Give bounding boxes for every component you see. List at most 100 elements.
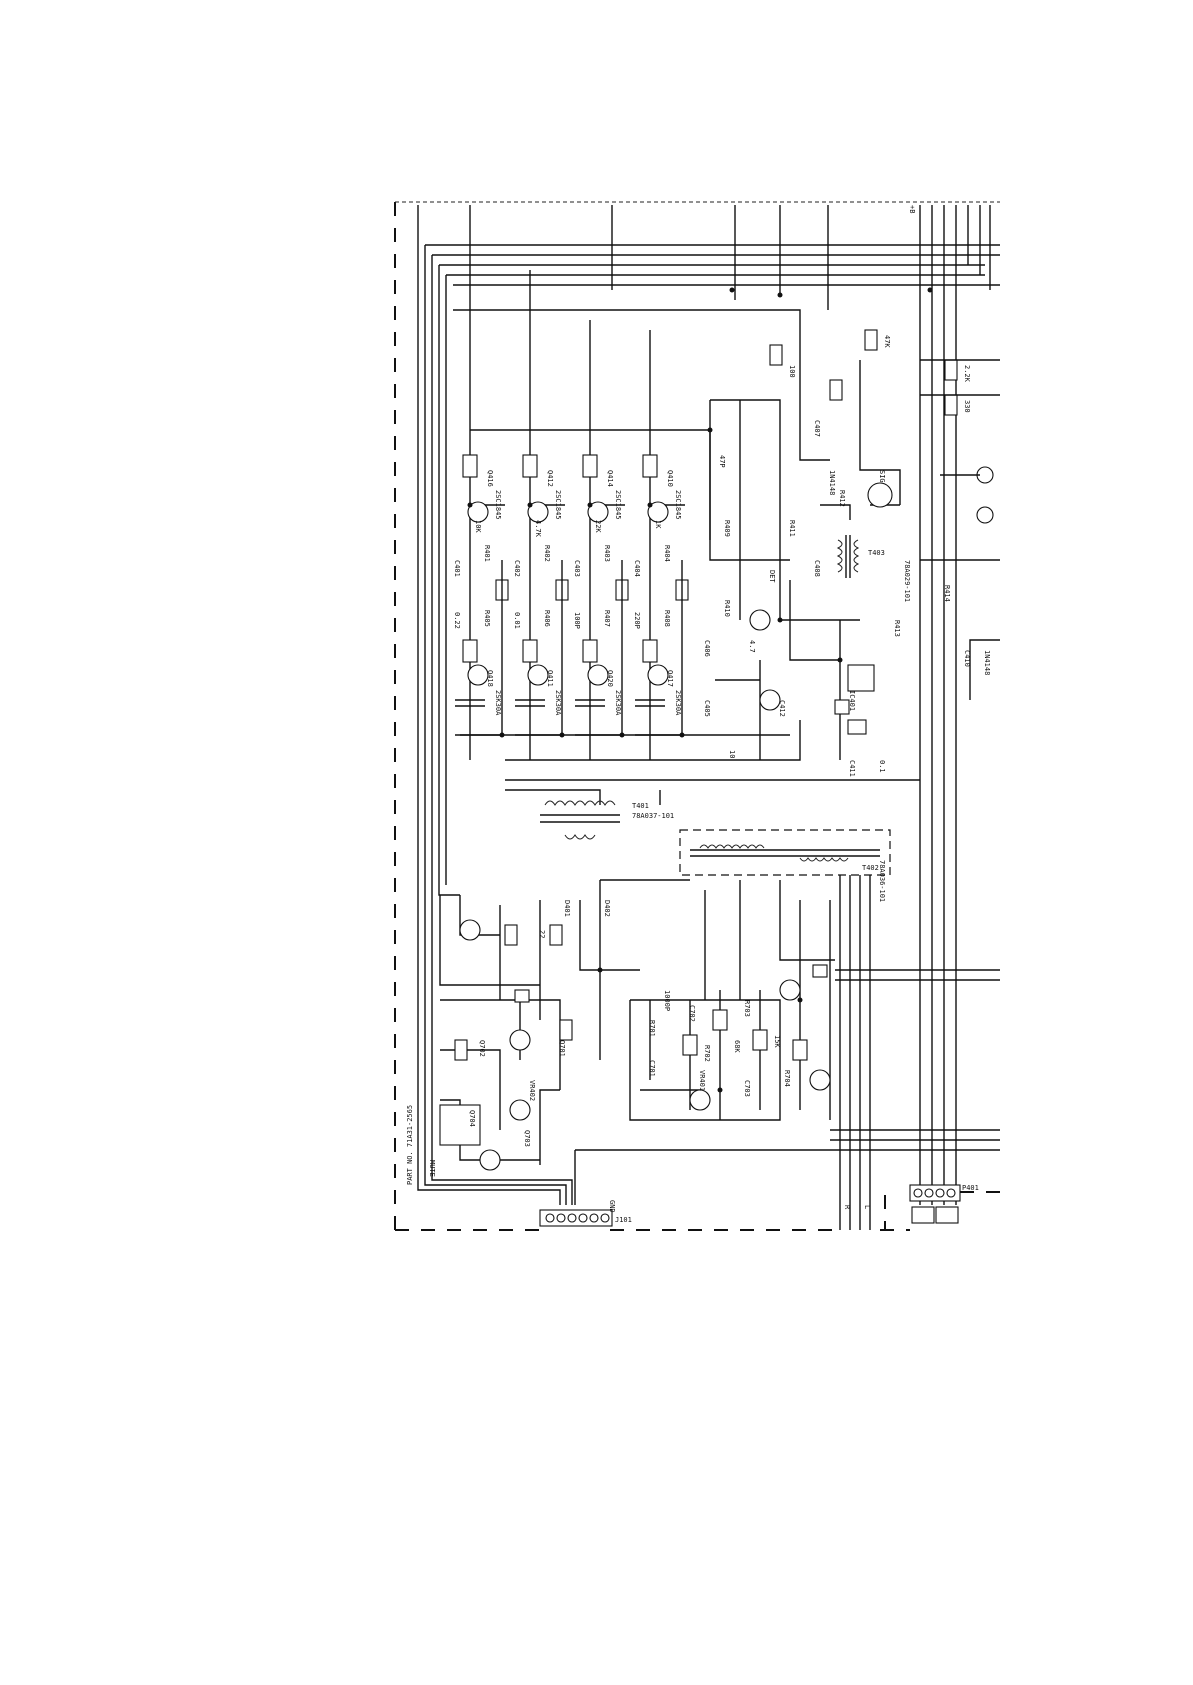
ref-label-28: Q702 — [478, 1040, 486, 1057]
connector-p401: P401 — [909, 1184, 979, 1224]
ref-label-27: Q701 — [558, 1040, 566, 1057]
ref-label-17: C408 — [813, 560, 821, 577]
q412-label: Q412 — [546, 470, 554, 487]
ref-label-35: C410 — [963, 650, 971, 667]
ref-label-23: R704 — [783, 1070, 791, 1087]
q411-label: Q411 — [546, 670, 554, 687]
ref-label-26: C703 — [743, 1080, 751, 1097]
amp-channel-0 — [455, 454, 509, 760]
q410-part: 2SC1845 — [674, 490, 682, 520]
ref-label-11: C402 — [513, 560, 521, 577]
board-outline — [394, 201, 1000, 1231]
transformer-t403: T403 — [836, 535, 885, 578]
ref-label-10: C401 — [453, 560, 461, 577]
t402-part: 78A036-101 — [878, 860, 886, 902]
det-label: DET — [768, 570, 776, 583]
rval-8: 68K — [733, 1040, 741, 1053]
ref-label-12: C403 — [573, 560, 581, 577]
cval-1: 0.01 — [513, 612, 521, 629]
q418-part: 2SK30A — [494, 690, 502, 716]
q416-label: Q416 — [486, 470, 494, 487]
vr1-label: VR401 — [698, 1070, 706, 1091]
out-l-label: L — [863, 1205, 871, 1209]
amp-channel-1 — [515, 454, 569, 760]
cval-7: 0.1 — [878, 760, 886, 773]
gnd-label: GND — [608, 1200, 616, 1213]
transformer-t401: T401 78A037-101 — [540, 800, 674, 840]
q411-part: 2SK30A — [554, 690, 562, 716]
ref-label-19: D402 — [603, 900, 611, 917]
ref-label-1: R402 — [543, 545, 551, 562]
rval-1: 4.7K — [534, 520, 542, 538]
ref-label-29: Q703 — [523, 1130, 531, 1147]
mute-label: MUTE — [428, 1160, 436, 1177]
ref-label-7: R408 — [663, 610, 671, 627]
t403-part: 78A029-101 — [903, 560, 911, 602]
ref-label-18: D401 — [563, 900, 571, 917]
ref-label-37: C412 — [778, 700, 786, 717]
q417-label: Q417 — [666, 670, 674, 687]
t401-part: 78A037-101 — [632, 812, 674, 820]
ref-label-8: R409 — [723, 520, 731, 537]
output-wires — [839, 875, 871, 1230]
cval-0: 0.22 — [453, 612, 461, 629]
ref-label-9: R410 — [723, 600, 731, 617]
ref-label-15: C406 — [703, 640, 711, 657]
t402-ref: T402 — [862, 864, 879, 872]
cval-3: 220P — [633, 612, 641, 629]
p401-label: P401 — [962, 1184, 979, 1192]
rval-7: 330 — [963, 400, 971, 413]
ref-label-5: R406 — [543, 610, 551, 627]
q414-part: 2SC1845 — [614, 490, 622, 520]
part-number: PART NO. 71A31-2565 — [406, 1105, 414, 1185]
q410-label: Q410 — [666, 470, 674, 487]
t401-ref: T401 — [632, 802, 649, 810]
plus-b-label: +B — [908, 205, 916, 213]
q416-part: 2SC1845 — [494, 490, 502, 520]
q420-part: 2SK30A — [614, 690, 622, 716]
out-r-label: R — [843, 1205, 851, 1210]
ref-label-13: C404 — [633, 560, 641, 577]
ref-label-34: R414 — [943, 585, 951, 602]
rval-5: 47K — [883, 335, 891, 348]
upper-right-block — [709, 329, 1000, 760]
diode1-label: 1N4148 — [828, 470, 836, 495]
ref-label-22: R703 — [743, 1000, 751, 1017]
ref-label-21: R702 — [703, 1045, 711, 1062]
rval-9: 15K — [773, 1035, 781, 1048]
ref-label-25: C702 — [688, 1005, 696, 1022]
ref-label-24: C701 — [648, 1060, 656, 1077]
rval-4: 100 — [788, 365, 796, 378]
ref-label-6: R407 — [603, 610, 611, 627]
rval-0: 10K — [474, 520, 482, 533]
diode2-label: 1N4148 — [983, 650, 991, 675]
ref-label-20: R701 — [648, 1020, 656, 1037]
labels: PART NO. 71A31-2565 Q416 Q412 Q414 Q410 … — [406, 205, 991, 1213]
cval-9: 22 — [538, 930, 546, 938]
cval-2: 100P — [573, 612, 581, 629]
ref-label-33: R413 — [893, 620, 901, 637]
sig-label: SIG — [878, 470, 886, 483]
ref-label-3: R404 — [663, 545, 671, 562]
cval-5: 4.7 — [748, 640, 756, 653]
ref-label-2: R403 — [603, 545, 611, 562]
ref-label-31: R411 — [788, 520, 796, 537]
connector-j101: J101 — [539, 1209, 632, 1227]
ref-label-14: C405 — [703, 700, 711, 717]
q417-part: 2SK30A — [674, 690, 682, 716]
ref-label-0: R401 — [483, 545, 491, 562]
cval-8: 1000P — [663, 990, 671, 1011]
q418-label: Q418 — [486, 670, 494, 687]
rval-6: 2.2K — [963, 365, 971, 383]
junctions — [467, 287, 933, 1093]
ic-label: IC401 — [848, 690, 856, 711]
bus-lines — [417, 205, 1000, 1205]
ref-label-32: R412 — [838, 490, 846, 507]
lower-middle-block — [629, 880, 835, 1121]
j101-label: J101 — [615, 1216, 632, 1224]
ref-label-16: C407 — [813, 420, 821, 437]
transformer-t402: T402 — [679, 829, 891, 876]
ref-label-30: Q704 — [468, 1110, 476, 1127]
q420-label: Q420 — [606, 670, 614, 687]
